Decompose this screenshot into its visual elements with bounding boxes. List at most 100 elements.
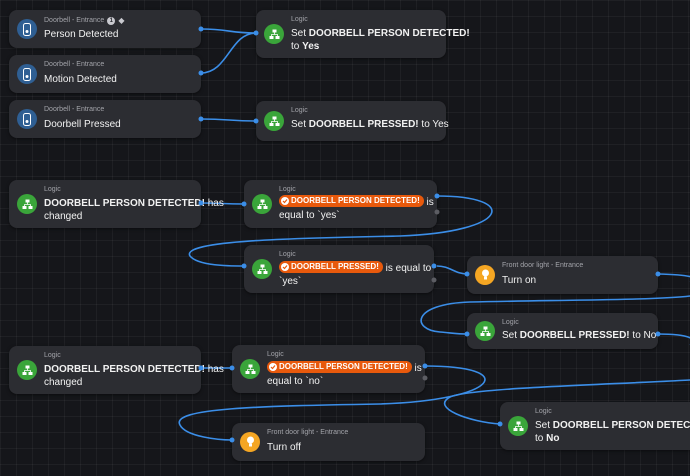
logic-icon [264,24,284,44]
node-source-label: Doorbell - Entrance [44,106,105,113]
node-label: DOORBELL PERSON DETECTED! is equal to `n… [267,361,422,388]
node-label: DOORBELL PERSON DETECTED! is equal to `y… [279,195,434,222]
node-source-label: Logic [279,186,296,193]
output-port-true[interactable] [434,193,440,199]
doorbell-icon [17,64,37,84]
node-source-label: Front door light - Entrance [267,429,349,436]
input-port[interactable] [464,331,470,337]
wire [657,333,690,345]
node-source-label: Doorbell - Entrance [44,17,105,24]
node-label: Set DOORBELL PRESSED! to No [502,329,656,342]
node-person-detected-changed-2[interactable]: Logic DOORBELL PERSON DETECTED! has chan… [9,346,224,394]
input-port[interactable] [253,118,259,124]
text-suffix: to Yes [418,119,449,130]
node-doorbell-pressed[interactable]: Doorbell - Entrance Doorbell Pressed [9,100,201,138]
variable-name: DOORBELL PERSON DETECTED! [552,420,690,431]
node-motion-detected[interactable]: Doorbell - Entrance Motion Detected [9,55,201,93]
input-port[interactable] [229,437,235,443]
output-port-true[interactable] [422,363,428,369]
output-port-false[interactable] [422,375,428,381]
variable-tag[interactable]: DOORBELL PRESSED! [279,261,383,273]
text-line2: equal to `yes` [279,210,340,221]
text-line2: changed [44,377,83,388]
node-source-label: Doorbell - Entrance [44,61,105,68]
output-port-false[interactable] [434,209,440,215]
logic-icon [252,194,272,214]
doorbell-icon [17,109,37,129]
text-prefix: Set [502,330,520,341]
output-port[interactable] [198,365,204,371]
node-label: Set DOORBELL PRESSED! to Yes [291,118,449,131]
text-suffix: to No [629,330,657,341]
input-port[interactable] [253,30,259,36]
node-source-label: Logic [502,319,519,326]
node-set-pressed-yes[interactable]: Logic Set DOORBELL PRESSED! to Yes [256,101,449,141]
wire [200,32,257,74]
variable-tag[interactable]: DOORBELL PERSON DETECTED! [267,361,412,373]
input-port[interactable] [464,271,470,277]
node-label: Motion Detected [44,74,117,85]
node-label: Person Detected [44,29,119,40]
node-source-label: Logic [279,251,296,258]
input-port[interactable] [229,365,235,371]
variable-tag[interactable]: DOORBELL PERSON DETECTED! [279,195,424,207]
doorbell-icon [17,19,37,39]
variable-name: DOORBELL PERSON DETECTED! [44,364,205,375]
variable-name: DOORBELL PRESSED! [308,119,419,130]
node-source-label: Logic [44,352,61,359]
variable-name: DOORBELL PERSON DETECTED! [291,196,420,205]
node-source-label: Logic [44,186,61,193]
input-port[interactable] [497,421,503,427]
text-prefix: Set [535,420,553,431]
value: Yes [302,41,320,52]
input-port[interactable] [241,263,247,269]
node-light-turn-off[interactable]: Front door light - Entrance Turn off [232,423,425,461]
node-person-detected-changed[interactable]: Logic DOORBELL PERSON DETECTED! has chan… [9,180,224,228]
logic-icon [252,259,272,279]
node-label: Doorbell Pressed [44,119,121,130]
output-port[interactable] [198,116,204,122]
node-set-pressed-no[interactable]: Logic Set DOORBELL PRESSED! to No [467,313,658,349]
wire [436,265,468,275]
output-port[interactable] [198,26,204,32]
check-icon [281,197,289,205]
logic-icon [508,416,528,436]
output-port-false[interactable] [431,277,437,283]
node-pressed-equals-yes[interactable]: Logic DOORBELL PRESSED! is equal to `yes… [244,245,434,293]
output-port[interactable] [198,200,204,206]
input-port[interactable] [241,201,247,207]
output-port[interactable] [655,331,661,337]
output-port[interactable] [655,271,661,277]
output-port[interactable] [198,70,204,76]
text-prefix: to [535,433,547,444]
text-suffix: has [204,364,224,375]
node-label: Set DOORBELL PERSON DETECTED! to Yes [291,27,470,53]
text-suffix: is [411,363,422,374]
tag-icon: ◆ [118,16,125,25]
text-prefix: to [291,41,303,52]
node-person-detected-equals-no[interactable]: Logic DOORBELL PERSON DETECTED! is equal… [232,345,425,393]
node-person-detected[interactable]: Doorbell - Entrance 1 ◆ Person Detected [9,10,201,48]
node-set-person-detected-no[interactable]: Logic Set DOORBELL PERSON DETECTED! to N… [500,402,690,450]
text-prefix: Set [291,28,309,39]
logic-icon [475,321,495,341]
node-label: Set DOORBELL PERSON DETECTED! to No [535,419,690,445]
wire [200,28,257,34]
logic-icon [17,194,37,214]
value: No [546,433,560,444]
node-set-person-detected-yes[interactable]: Logic Set DOORBELL PERSON DETECTED! to Y… [256,10,470,58]
node-source-label: Logic [535,408,552,415]
text-prefix: Set [291,119,309,130]
text-line2: equal to `no` [267,376,324,387]
node-person-detected-equals-yes[interactable]: Logic DOORBELL PERSON DETECTED! is equal… [244,180,437,228]
text-line2: changed [44,211,83,222]
text-line2: `yes` [279,276,302,287]
node-label: DOORBELL PERSON DETECTED! has changed [44,363,224,389]
node-source-label: Front door light - Entrance [502,262,584,269]
wire [657,273,690,282]
node-label: DOORBELL PERSON DETECTED! has changed [44,197,224,223]
check-icon [269,363,277,371]
output-port-true[interactable] [431,263,437,269]
variable-name: DOORBELL PERSON DETECTED! [279,362,408,371]
node-light-turn-on[interactable]: Front door light - Entrance Turn on [467,256,658,294]
